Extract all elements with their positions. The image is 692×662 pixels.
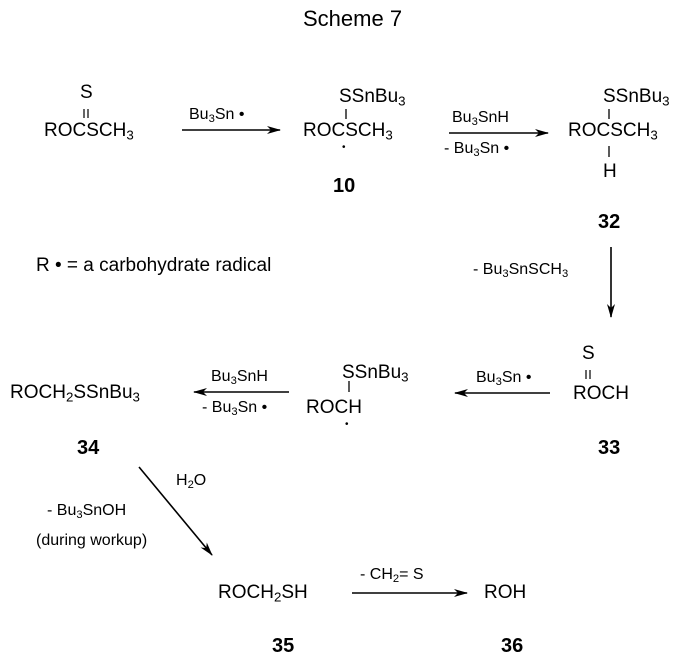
c33-formula: ROCH	[573, 383, 629, 404]
label-34: 34	[77, 437, 100, 459]
c32-top: SSnBu3	[603, 86, 670, 109]
xanthate-s: S	[80, 82, 93, 103]
c36-formula: ROH	[484, 582, 527, 603]
reagent-3: - Bu3SnSCH3	[473, 261, 569, 280]
c34-formula: ROCH2SSnBu3	[10, 382, 140, 405]
reagent-1: Bu3Sn •	[189, 106, 245, 125]
legend-r-definition: R • = a carbohydrate radical	[36, 255, 272, 276]
label-10: 10	[333, 175, 356, 197]
radical-dot-2: •	[345, 419, 349, 430]
reagent-6-loss: - Bu3SnOH	[47, 502, 127, 521]
label-35: 35	[272, 635, 295, 657]
radical-dot-10: •	[342, 142, 346, 153]
reagent-2-top: Bu3SnH	[452, 109, 509, 128]
reagent-4: Bu3Sn •	[476, 369, 532, 388]
radical2-top: SSnBu3	[342, 362, 409, 385]
c10-top: SSnBu3	[339, 86, 406, 109]
arrow-6	[138, 466, 213, 556]
reagent-7: - CH2= S	[360, 566, 424, 585]
c10-formula: ROCSCH3	[303, 120, 393, 143]
reagent-6-water: H2O	[176, 472, 207, 491]
label-33: 33	[598, 437, 621, 459]
reagent-5-bottom: - Bu3Sn •	[202, 399, 268, 418]
reagent-2-bottom: - Bu3Sn •	[444, 140, 510, 159]
c35-formula: ROCH2SH	[218, 582, 308, 605]
reagent-5-top: Bu3SnH	[211, 368, 268, 387]
xanthate-formula: ROCSCH3	[44, 120, 134, 143]
c32-h: H	[603, 161, 617, 182]
label-32: 32	[598, 211, 621, 233]
c33-s: S	[582, 343, 595, 364]
c32-formula: ROCSCH3	[568, 120, 658, 143]
radical2-formula: ROCH	[306, 397, 362, 418]
scheme-title: Scheme 7	[303, 6, 403, 31]
reagent-6-note: (during workup)	[36, 532, 148, 549]
label-36: 36	[501, 635, 524, 657]
